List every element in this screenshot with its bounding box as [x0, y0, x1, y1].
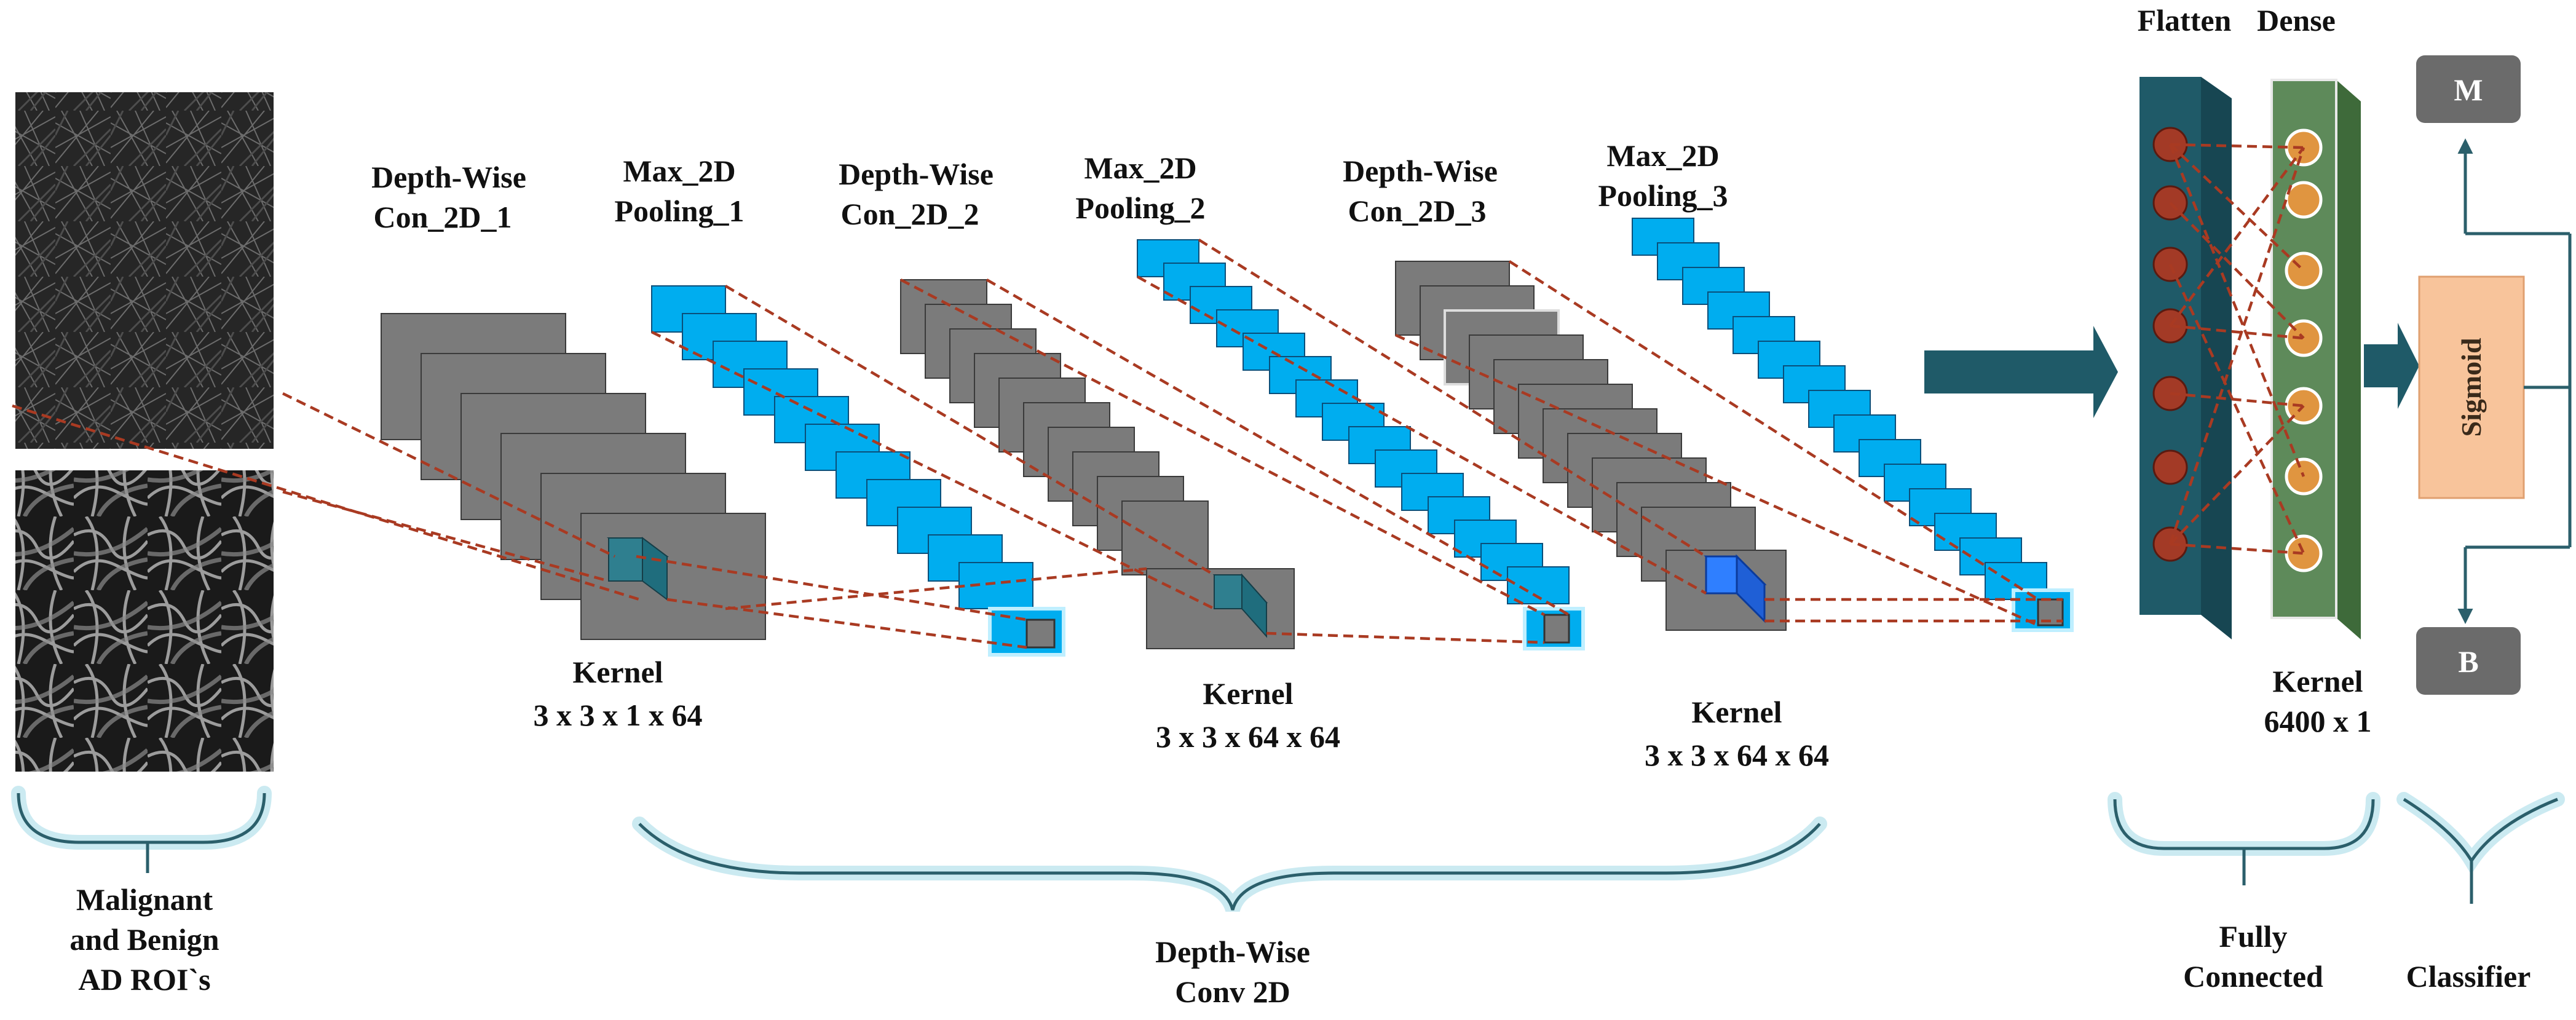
- class-b-box: [2416, 627, 2521, 695]
- sigmoid-arrow: [2364, 323, 2419, 409]
- pool1-feature-maps: [651, 285, 1065, 657]
- layer-label-conv1-line2: Con_2D_1: [373, 200, 512, 234]
- projection-lines: [12, 239, 2063, 649]
- layer-label-pool3-line2: Pooling_3: [1598, 178, 1728, 213]
- kernel3-line2: 3 x 3 x 64 x 64: [1645, 738, 1829, 772]
- flatten-arrow: [1924, 326, 2118, 418]
- fc-group-caption-line2: Connected: [2183, 959, 2323, 994]
- layer-label-conv2-line1: Depth-Wise: [839, 157, 994, 191]
- conv-group-caption-line1: Depth-Wise: [1155, 935, 1310, 969]
- layer-label-pool2-line2: Pooling_2: [1075, 191, 1205, 225]
- input-image-malignant: [15, 92, 274, 449]
- class-m-label: M: [2454, 73, 2483, 107]
- flatten-label: Flatten: [2138, 3, 2232, 38]
- input-image-benign: [15, 470, 274, 772]
- sigmoid-box: [2418, 275, 2525, 499]
- kernel4-line1: Kernel: [2272, 664, 2363, 698]
- kernel2-line2: 3 x 3 x 64 x 64: [1156, 719, 1340, 754]
- conv-group-caption-line2: Conv 2D: [1175, 975, 1290, 1009]
- layer-label-pool1-line1: Max_2D: [623, 154, 735, 188]
- layer-label-pool1-line2: Pooling_1: [614, 194, 744, 228]
- input-caption-line2: and Benign: [69, 922, 219, 957]
- kernel2-line1: Kernel: [1203, 676, 1293, 711]
- kernel1-line2: 3 x 3 x 1 x 64: [534, 698, 703, 732]
- input-caption-line1: Malignant: [76, 882, 213, 917]
- class-b-label: B: [2458, 644, 2478, 679]
- conv2-kernel-cube: [1212, 573, 1268, 638]
- layer-label-conv3-line2: Con_2D_3: [1348, 194, 1486, 228]
- layer-label-conv1-line1: Depth-Wise: [371, 160, 526, 194]
- conv1-kernel-cube: [607, 537, 669, 601]
- dense-nodes: [2285, 128, 2323, 572]
- conv1-feature-maps: [381, 313, 766, 640]
- conv3-feature-maps: [1395, 261, 1787, 631]
- fc-connections: [2168, 143, 2305, 555]
- input-caption-line3: AD ROI`s: [78, 962, 210, 997]
- flatten-nodes: [2152, 127, 2188, 562]
- class-m-box: [2416, 55, 2521, 123]
- brace-classifier: [2396, 792, 2565, 904]
- brace-fc-group: [2108, 792, 2380, 885]
- sigmoid-label: Sigmoid: [2455, 338, 2487, 437]
- brace-input: [11, 786, 272, 873]
- fc-group-caption-line1: Fully: [2219, 919, 2287, 954]
- dense-label: Dense: [2257, 3, 2336, 38]
- brace-conv-group: [632, 816, 1827, 912]
- layer-label-pool2-line1: Max_2D: [1084, 151, 1196, 185]
- conv2-feature-maps: [900, 279, 1295, 649]
- classifier-caption: Classifier: [2406, 959, 2531, 994]
- pool3-feature-maps: [1632, 218, 2074, 632]
- layer-label-conv2-line2: Con_2D_2: [840, 197, 979, 231]
- flatten-layer: [2139, 77, 2232, 639]
- kernel4-line2: 6400 x 1: [2264, 704, 2372, 738]
- classifier-connectors: [2457, 138, 2572, 624]
- kernel1-line1: Kernel: [572, 655, 663, 689]
- layer-label-pool3-line1: Max_2D: [1606, 138, 1719, 173]
- conv3-kernel-cube: [1704, 554, 1767, 623]
- layer-label-conv3-line1: Depth-Wise: [1343, 154, 1498, 188]
- kernel3-line1: Kernel: [1691, 695, 1782, 729]
